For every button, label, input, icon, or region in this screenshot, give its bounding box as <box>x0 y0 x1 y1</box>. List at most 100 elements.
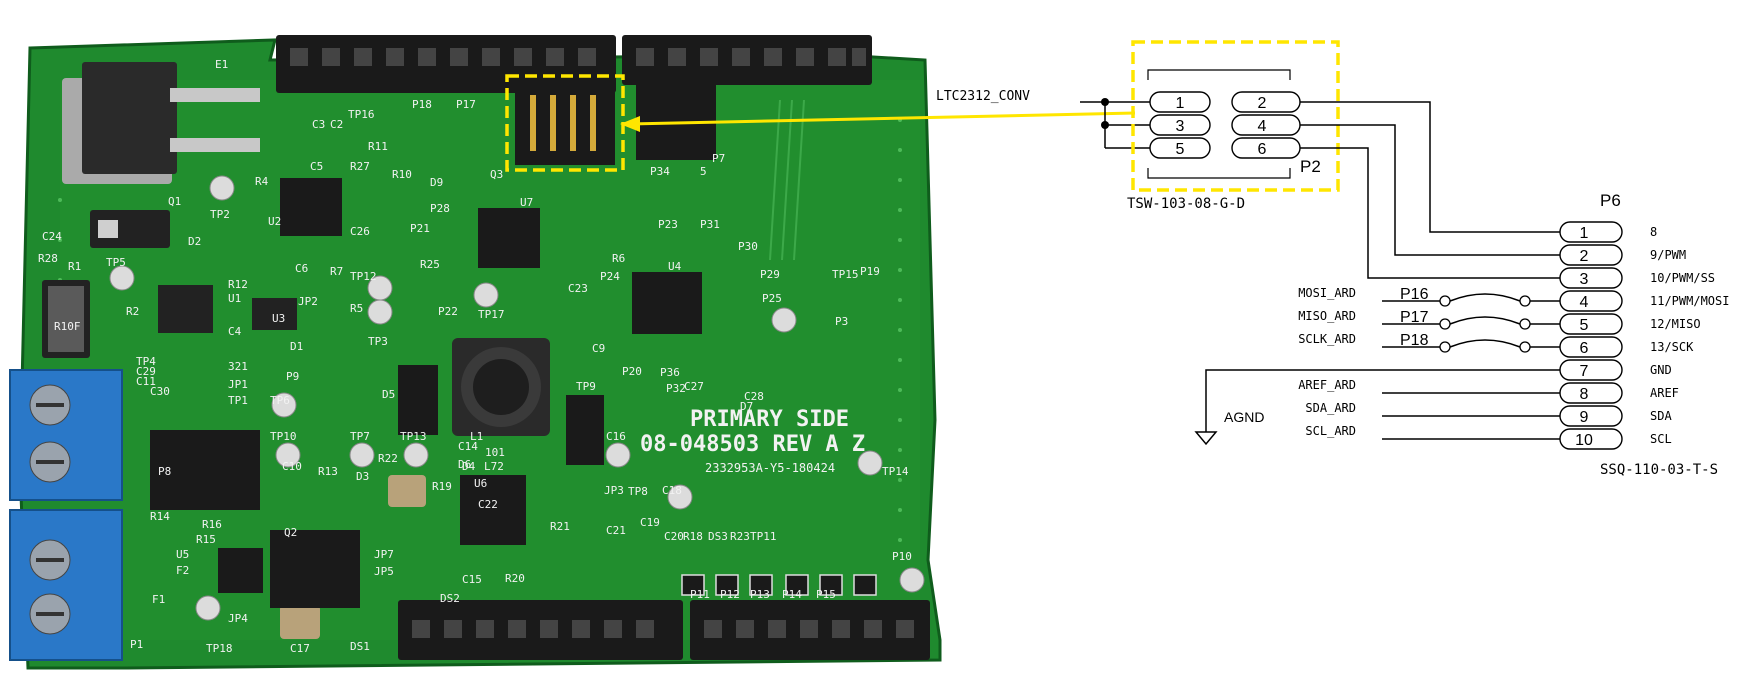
diode-d7 <box>566 395 604 465</box>
component-p8 <box>150 430 260 510</box>
p2-highlight-box <box>1131 40 1340 192</box>
pcb-refdes-label: U3 <box>272 312 285 325</box>
pcb-refdes-label: P23 <box>658 218 678 231</box>
screw-terminal-bottom <box>9 509 123 661</box>
pcb-refdes-label: C23 <box>568 282 588 295</box>
capacitor-c15 <box>388 475 426 507</box>
p2-pin-left <box>1149 114 1211 136</box>
pcb-refdes-label: R15 <box>196 533 216 546</box>
pcb-refdes-label: Q3 <box>490 168 503 181</box>
pcb-refdes-label: D9 <box>430 176 443 189</box>
pcb-refdes-label: F2 <box>176 564 189 577</box>
solder-jumper-pad <box>1439 318 1451 330</box>
test-points <box>109 175 925 621</box>
pcb-refdes-label: P34 <box>650 165 670 178</box>
pcb-refdes-label: C6 <box>295 262 308 275</box>
ic-u1 <box>158 285 213 333</box>
pcb-refdes-label: P19 <box>860 265 880 278</box>
pcb-refdes-label: JP2 <box>298 295 318 308</box>
top-header-left <box>276 35 616 93</box>
p6-pin-number: 1 <box>1580 225 1589 242</box>
pcb-refdes-label: 101 <box>485 446 505 459</box>
pcb-refdes-label: D1 <box>290 340 303 353</box>
p6-pin-function: 9/PWM <box>1650 248 1686 262</box>
pcb-refdes-label: L72 <box>484 460 504 473</box>
p2-label: P2 <box>1300 157 1321 176</box>
pcb-refdes-label: C3 <box>312 118 325 131</box>
pcb-refdes-label: U2 <box>268 215 281 228</box>
pcb-refdes-label: C27 <box>684 380 704 393</box>
net-label: SCL_ARD <box>1305 424 1356 438</box>
p2-part-number: TSW-103-08-G-D <box>1127 196 1245 212</box>
pcb-refdes-label: DS1 <box>350 640 370 653</box>
pcb-refdes-label: JP4 <box>228 612 248 625</box>
pcb-refdes-label: P31 <box>700 218 720 231</box>
pcb-refdes-label: R23 <box>730 530 750 543</box>
pcb-refdes-label: C30 <box>150 385 170 398</box>
capacitor-c17 <box>280 605 320 639</box>
pcb-refdes-label: C15 <box>462 573 482 586</box>
screw-terminal-top <box>9 369 123 501</box>
pcb-refdes-label: R28 <box>38 252 58 265</box>
jumper-label: P18 <box>1400 332 1429 349</box>
pcb-refdes-label: R20 <box>505 572 525 585</box>
diode-d2 <box>90 210 170 248</box>
pcb-refdes-label: P32 <box>666 382 686 395</box>
pcb-silk-part: 08-048503 REV A Z <box>640 432 865 457</box>
pcb-refdes-label: U5 <box>176 548 189 561</box>
pcb-refdes-label: C29 <box>136 365 156 378</box>
pcb-refdes-label: D7 <box>740 400 753 413</box>
pcb-refdes-label: TP18 <box>206 642 233 655</box>
p6-pin-number: 5 <box>1580 317 1589 334</box>
pcb-refdes-label: P3 <box>835 315 848 328</box>
ic-u4 <box>632 272 702 334</box>
p6-pin-function: 13/SCK <box>1650 340 1694 354</box>
p6-pin-function: 11/PWM/MOSI <box>1650 294 1729 308</box>
pcb-refdes-label: C10 <box>282 460 302 473</box>
pcb-board-photo: PRIMARY SIDE 08-048503 REV A Z 2332953A-… <box>9 35 942 670</box>
pcb-refdes-label: P25 <box>762 292 782 305</box>
callout-arrow <box>620 111 1136 132</box>
pcb-refdes-label: D5 <box>382 388 395 401</box>
p6-pin-function: SCL <box>1650 432 1672 446</box>
pcb-refdes-label: F1 <box>152 593 165 606</box>
p2-to-p6-wires <box>1330 101 1560 279</box>
pcb-refdes-label: P1 <box>130 638 143 651</box>
pcb-refdes-label: TP16 <box>348 108 375 121</box>
pcb-refdes-label: TP9 <box>576 380 596 393</box>
pcb-refdes-label: P29 <box>760 268 780 281</box>
pcb-refdes-label: R25 <box>420 258 440 271</box>
pcb-traces <box>769 99 805 261</box>
ic-u2 <box>280 178 342 236</box>
p6-pin-number: 6 <box>1580 340 1589 357</box>
pcb-refdes-label: C14 <box>458 440 478 453</box>
solder-jumper-pad <box>1439 341 1451 353</box>
p6-pin <box>1559 359 1623 381</box>
ic-u6 <box>460 475 526 545</box>
pcb-refdes-label: R12 <box>228 278 248 291</box>
net-label: MOSI_ARD <box>1298 286 1356 300</box>
net-label: SDA_ARD <box>1305 401 1356 415</box>
pcb-refdes-label: TP5 <box>106 256 126 269</box>
pcb-refdes-label: P15 <box>816 588 836 601</box>
solder-jumper-pad <box>1519 318 1531 330</box>
pcb-refdes-label: TP14 <box>882 465 909 478</box>
p6-pin <box>1559 267 1623 289</box>
p6-pin <box>1559 313 1623 335</box>
pcb-refdes-label: P11 <box>690 588 710 601</box>
p6-pin <box>1559 244 1623 266</box>
p6-pin-number: 10 <box>1575 432 1593 449</box>
p2-bracket-top <box>1147 69 1291 80</box>
pcb-refdes-label: P13 <box>750 588 770 601</box>
pcb-refdes-label: U4 <box>668 260 682 273</box>
p6-pin-function: 8 <box>1650 225 1657 239</box>
pcb-refdes-label: E1 <box>215 58 228 71</box>
net-label: MISO_ARD <box>1298 309 1356 323</box>
p6-pin-number: 7 <box>1580 363 1589 380</box>
pcb-refdes-label: U7 <box>520 196 533 209</box>
pcb-refdes-label: P30 <box>738 240 758 253</box>
p2-pin-number-right: 4 <box>1258 118 1267 135</box>
p6-pin <box>1559 405 1623 427</box>
